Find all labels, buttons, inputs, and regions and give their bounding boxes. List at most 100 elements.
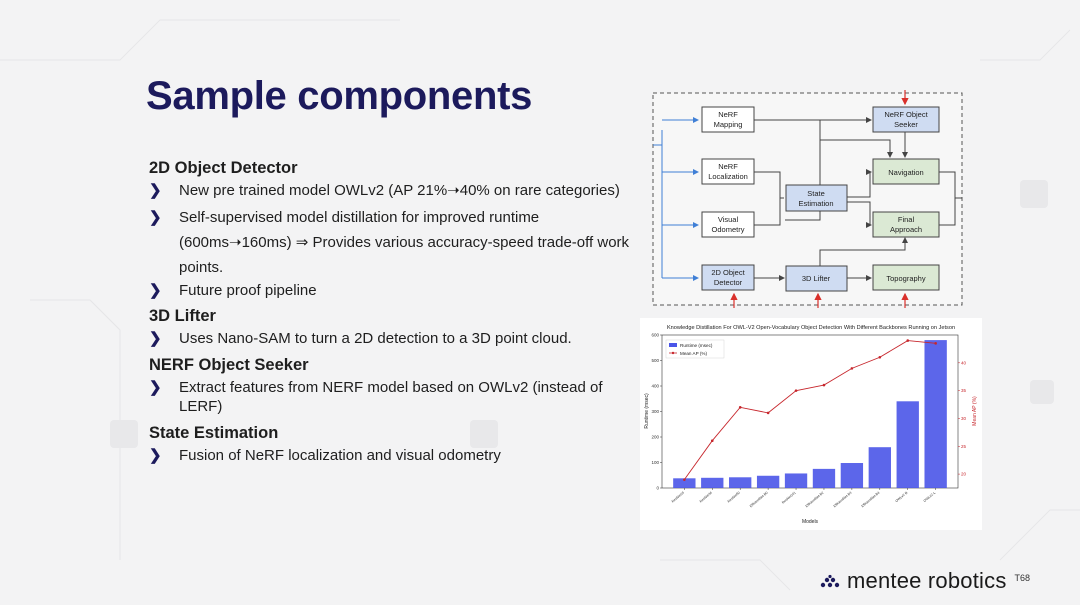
- y2-tick-label: 35: [961, 388, 967, 393]
- nerf-localization-box: [701, 158, 755, 185]
- bullet-item: ❯ Self-supervised model distillation for …: [149, 205, 639, 280]
- box-label: NeRF Object: [884, 110, 928, 119]
- legend-marker-ap: [671, 351, 675, 355]
- mean-ap-line: [683, 340, 936, 480]
- y2-tick-label: 25: [961, 444, 967, 449]
- y2-axis-label: Mean AP (%): [972, 396, 978, 426]
- y-tick-label: 500: [651, 358, 659, 363]
- mean-ap-point: [822, 383, 826, 387]
- box-label: Odometry: [712, 225, 745, 234]
- navigation-box: [872, 158, 940, 185]
- y-tick-label: 100: [651, 460, 659, 465]
- mean-ap-point: [738, 406, 742, 409]
- bullet-text: Uses Nano-SAM to turn a 2D detection to …: [179, 330, 572, 347]
- box-label: Detector: [714, 278, 743, 287]
- runtime-bar: [896, 401, 919, 488]
- runtime-bar: [729, 477, 752, 488]
- runtime-bar: [924, 340, 947, 488]
- bullet-text: Future proof pipeline: [179, 281, 317, 299]
- section-heading-state-estimation: State Estimation: [149, 423, 279, 442]
- runtime-bar: [840, 463, 864, 488]
- runtime-bar: [701, 477, 724, 488]
- box-label: Approach: [890, 225, 922, 234]
- box-label: NeRF: [718, 162, 738, 171]
- y-tick-label: 300: [651, 409, 659, 414]
- mean-ap-point: [766, 411, 770, 415]
- brand-logo: mentee robotics T68: [820, 568, 1030, 594]
- visual-odometry-box: [701, 211, 755, 238]
- component-list: 2D Object Detector ❯ New pre trained mode…: [149, 156, 639, 469]
- runtime-bar: [784, 473, 808, 488]
- box-label: Estimation: [798, 199, 833, 208]
- y2-tick-label: 20: [961, 472, 967, 477]
- mean-ap-point: [710, 439, 714, 443]
- box-label: 2D Object: [711, 268, 745, 277]
- state-estimation-box: [785, 184, 848, 212]
- legend-swatch-runtime: [669, 343, 677, 347]
- bullet-item: ❯ Fusion of NeRF localization and visual …: [149, 446, 639, 466]
- mean-ap-point: [878, 355, 882, 359]
- bullet-item: ❯ Extract features from NERF model based …: [149, 378, 639, 417]
- object-detector-box: [701, 264, 755, 291]
- runtime-map-chart: Knowledge Distillation For OWL-V2 Open-V…: [640, 318, 982, 530]
- architecture-diagram: NeRF Mapping NeRF Localization Visual Od…: [652, 90, 963, 308]
- chevron-right-icon: ❯: [149, 281, 162, 299]
- page-number: T68: [1014, 573, 1031, 583]
- brand-name: mentee robotics: [847, 568, 1007, 593]
- bullet-text: Fusion of NeRF localization and visual o…: [179, 446, 501, 464]
- y2-tick-label: 30: [961, 416, 967, 421]
- bullet-item: ❯ Uses Nano-SAM to turn a 2D detection to…: [149, 329, 639, 349]
- box-label: Topography: [886, 274, 925, 283]
- chevron-right-icon: ❯: [149, 208, 162, 226]
- chevron-right-icon: ❯: [149, 446, 162, 464]
- bullet-item: ❯ New pre trained model OWLv2 (AP 21%➝40%…: [149, 181, 639, 201]
- section-heading-3d-lifter: 3D Lifter: [149, 307, 216, 325]
- y-axis-label: Runtime (msec): [644, 393, 650, 429]
- box-label: Final: [898, 215, 915, 224]
- box-label: Localization: [708, 172, 748, 181]
- chevron-right-icon: ❯: [149, 330, 162, 347]
- y-tick-label: 600: [651, 333, 659, 338]
- runtime-bar: [673, 478, 696, 488]
- chevron-right-icon: ❯: [149, 182, 162, 199]
- y-tick-label: 400: [651, 384, 659, 389]
- runtime-bar: [756, 475, 780, 488]
- nerf-mapping-box: [701, 106, 755, 133]
- runtime-bar: [868, 447, 891, 488]
- y2-tick-label: 40: [961, 360, 967, 365]
- box-label: Seeker: [894, 120, 918, 129]
- box-label: NeRF: [718, 110, 738, 119]
- box-label: State: [807, 189, 825, 198]
- chevron-right-icon: ❯: [149, 378, 162, 396]
- legend-label-ap: Mean AP (%): [680, 351, 707, 356]
- mean-ap-point: [934, 342, 937, 345]
- slide-title: Sample components: [146, 74, 533, 118]
- box-label: Navigation: [888, 168, 923, 177]
- box-label: 3D Lifter: [802, 274, 831, 283]
- section-heading-nerf-object-seeker: NERF Object Seeker: [149, 355, 309, 374]
- legend-label-runtime: Runtime (msec): [680, 343, 713, 348]
- mentee-logo-icon: [820, 574, 840, 588]
- bullet-text: Self-supervised model distillation for i…: [179, 208, 630, 276]
- chart-legend: Runtime (msec) Mean AP (%): [665, 339, 725, 359]
- x-axis-label: Models: [802, 519, 819, 525]
- mean-ap-point: [683, 478, 686, 481]
- topography-box: [872, 264, 940, 291]
- y-tick-label: 200: [651, 435, 659, 440]
- mean-ap-point: [850, 367, 854, 370]
- object-seeker-box: [872, 106, 940, 133]
- mean-ap-point: [906, 339, 910, 342]
- bullet-text: New pre trained model OWLv2 (AP 21%➝40% …: [179, 182, 620, 199]
- y-tick-label: 0: [656, 486, 659, 491]
- bullet-item: ❯ Future proof pipeline: [149, 281, 639, 301]
- final-approach-box: [872, 211, 940, 238]
- box-label: Visual: [718, 215, 739, 224]
- box-label: Mapping: [714, 120, 743, 129]
- section-heading-2d-object-detector: 2D Object Detector: [149, 159, 298, 177]
- lifter-box: [785, 265, 848, 292]
- mean-ap-point: [794, 389, 798, 392]
- chart-title: Knowledge Distillation For OWL-V2 Open-V…: [667, 325, 955, 331]
- bullet-text: Extract features from NERF model based o…: [179, 378, 603, 416]
